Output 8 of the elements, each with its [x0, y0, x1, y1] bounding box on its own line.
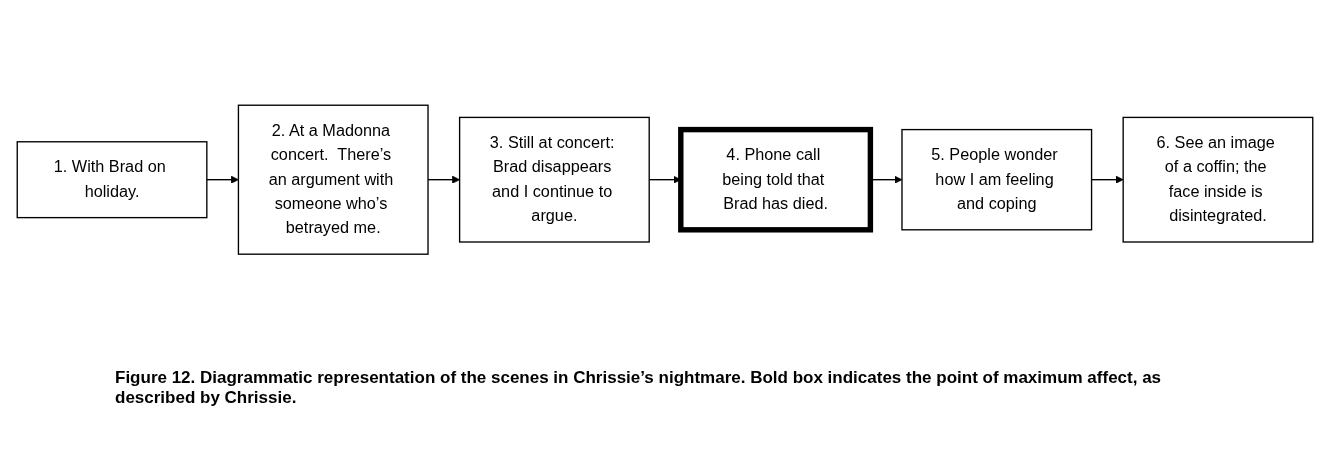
node-box: 2. At a Madonna concert. There’s an argument with someone who’s betrayed me. — [237, 104, 429, 256]
node-box: 5. People wonder how I am feeling and coping — [901, 129, 1093, 231]
node-box: 1. With Brad on holiday. — [16, 141, 208, 219]
node-box: 6. See an image of a coffin; the face inside is disintegrated. — [1122, 117, 1314, 243]
arrow — [206, 176, 239, 184]
figure-caption: Figure 12. Diagrammatic representation of the scenes in Chrissie’s nightmare. Bold box indicates the point of maximum affect, as described by Chrissie. — [115, 368, 1163, 408]
node-box: 3. Still at concert: Brad disappears and I continue to argue. — [458, 117, 650, 243]
node-box: 4. Phone call being told that Brad has died. — [678, 127, 874, 233]
